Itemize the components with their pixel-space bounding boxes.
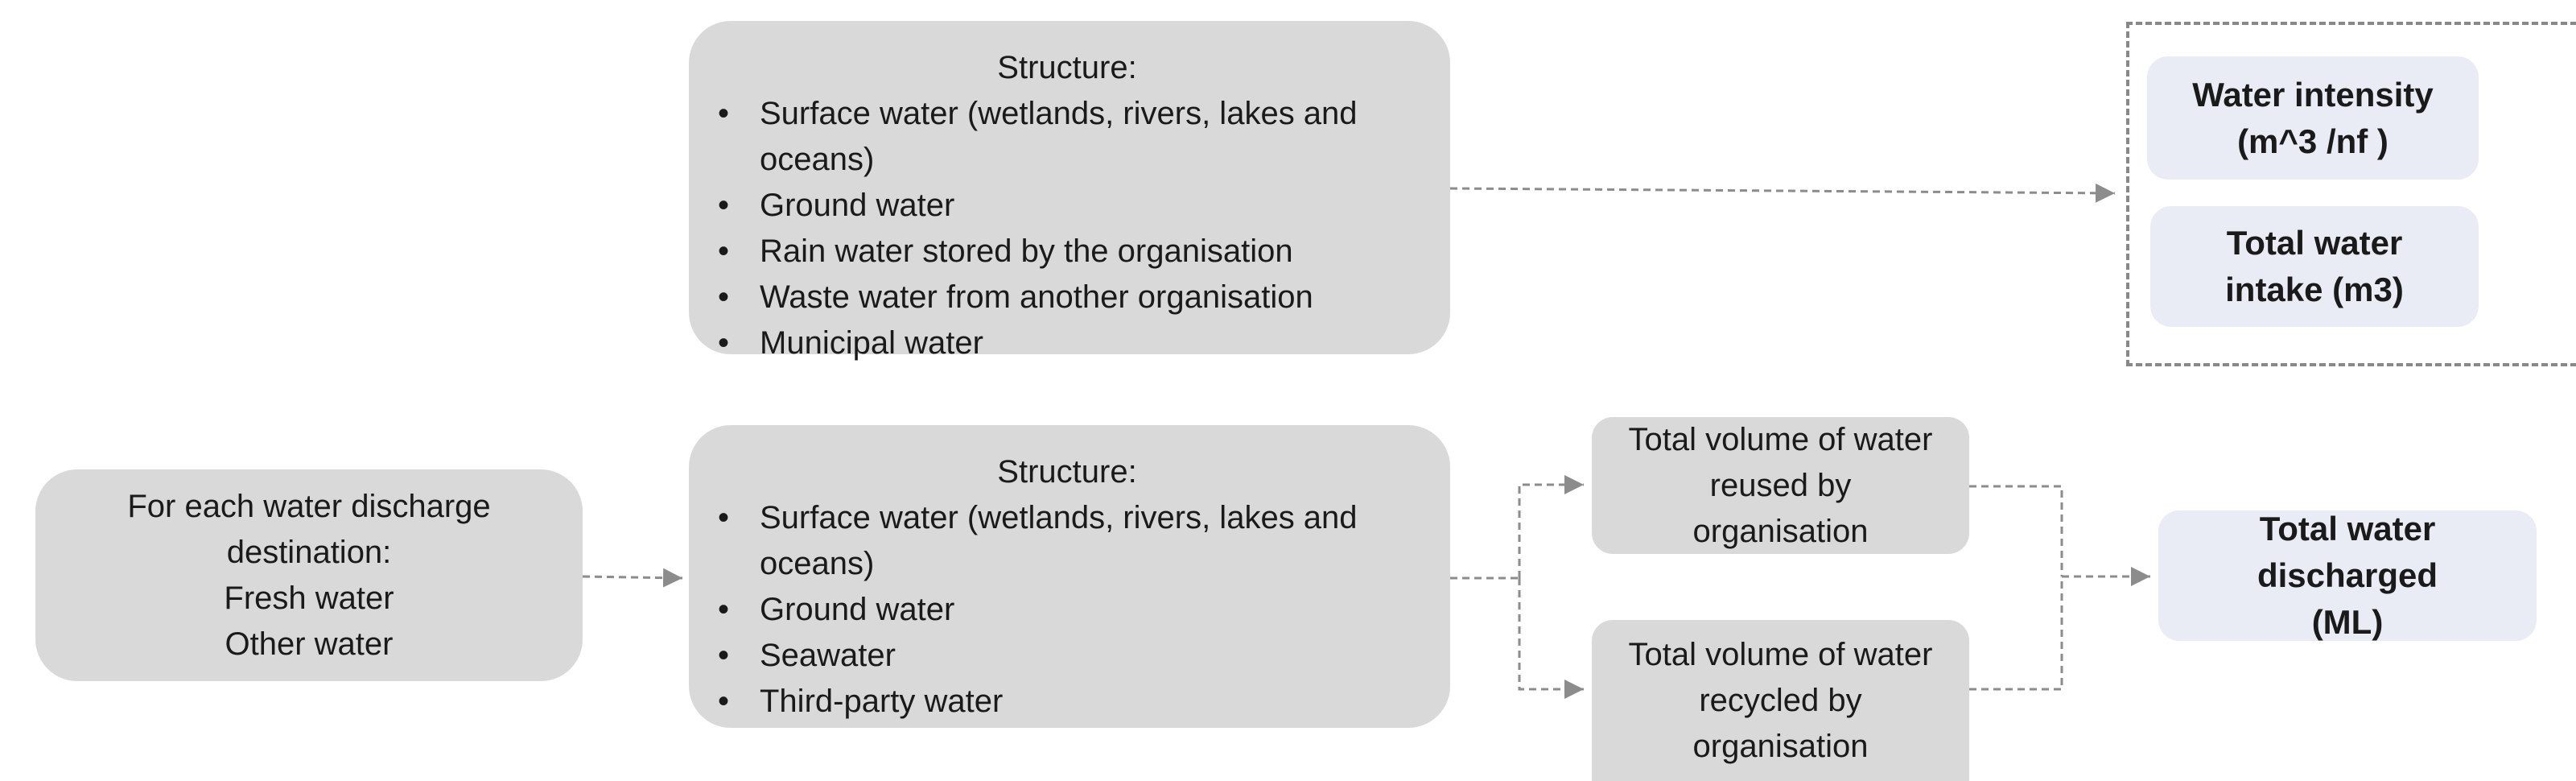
connector-intake-to-kpi	[1449, 183, 2116, 203]
water-recycled-label: Total volume of water recycled by organi…	[1628, 636, 1933, 764]
connector-recycled-to-total	[1969, 576, 2063, 691]
intake-structure-heading: Structure:	[997, 50, 1137, 85]
total-water-discharged-box: Total water discharged (ML)	[2158, 510, 2537, 641]
intake-item-ground-water: Ground water	[716, 183, 1418, 229]
total-water-intake-box: Total water intake (m3)	[2150, 206, 2479, 327]
discharge-structure-heading: Structure:	[997, 454, 1137, 490]
destination-fresh-water: Fresh water	[224, 580, 394, 616]
discharge-structure-box: Structure: Surface water (wetlands, rive…	[689, 425, 1450, 728]
intake-item-surface-water: Surface water (wetlands, rivers, lakes a…	[716, 91, 1418, 183]
destination-other-water: Other water	[225, 626, 394, 662]
water-reused-box: Total volume of water reused by organisa…	[1592, 417, 1969, 554]
discharge-item-third-party-water: Third-party water	[716, 679, 1418, 725]
discharge-destination-heading: For each water discharge destination:	[127, 488, 491, 570]
connector-destination-to-structure	[582, 568, 683, 588]
discharge-item-ground-water: Ground water	[716, 587, 1418, 633]
discharge-item-seawater: Seawater	[716, 633, 1418, 679]
intake-structure-list: Surface water (wetlands, rivers, lakes a…	[716, 91, 1418, 366]
discharge-structure-list: Surface water (wetlands, rivers, lakes a…	[716, 495, 1418, 725]
intake-item-municipal-water: Municipal water	[716, 320, 1418, 366]
connector-split-to-reused	[1518, 475, 1584, 578]
discharge-item-surface-water: Surface water (wetlands, rivers, lakes a…	[716, 495, 1418, 587]
discharge-destination-box: For each water discharge destination: Fr…	[35, 469, 583, 681]
connector-reused-to-total	[1969, 485, 2063, 576]
intake-structure-box: Structure: Surface water (wetlands, rive…	[689, 21, 1450, 366]
water-intensity-box: Water intensity (m^3 /nf )	[2147, 56, 2479, 180]
intake-item-rain-water: Rain water stored by the organisation	[716, 229, 1418, 275]
intake-item-waste-water: Waste water from another organisation	[716, 275, 1418, 320]
water-reused-label: Total volume of water reused by organisa…	[1628, 421, 1933, 549]
intake-kpi-group	[2126, 22, 2576, 366]
connector-split-to-recycled	[1518, 578, 1584, 699]
water-recycled-box: Total volume of water recycled by organi…	[1592, 620, 1969, 781]
